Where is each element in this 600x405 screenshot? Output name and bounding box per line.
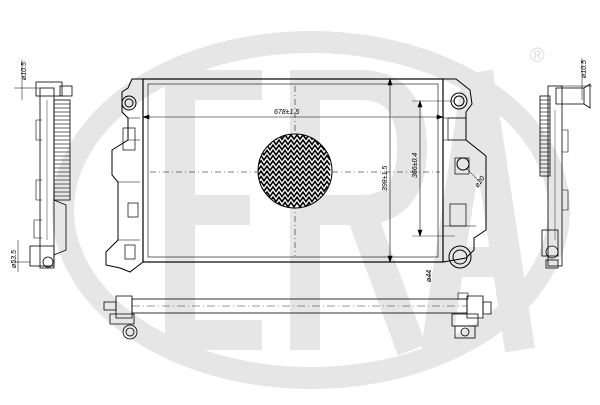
registered-mark: ® [530, 45, 545, 67]
fin-wave [258, 169, 331, 178]
dimension-top-pipe-right-label: ø10.5 [581, 60, 588, 78]
fin-wave [258, 154, 331, 162]
right-side-view [539, 83, 591, 269]
dimension-height-label: 398±1.5 [382, 166, 389, 191]
fin-wave [258, 164, 331, 172]
radiator-front-view [105, 78, 487, 273]
dimension-core-height-label: 366±0.4 [412, 153, 419, 178]
fin-wave [258, 174, 331, 183]
dimension-bottom-outlet-label: ø44 [426, 270, 433, 282]
era-watermark-logo [52, 31, 570, 389]
fin-wave [258, 180, 331, 188]
dimension-bottom-pipe-label: ø53.5 [11, 250, 18, 268]
dimension-lines [142, 78, 481, 280]
left-side-view [29, 81, 73, 269]
fin-pattern-detail [257, 133, 333, 209]
fin-wave [258, 185, 331, 193]
right-pipe-dimension [560, 58, 592, 100]
fin-wave [258, 148, 331, 157]
fin-wave [258, 143, 331, 152]
dimension-top-pipe-left-label: ø10.5 [21, 62, 28, 80]
fin-wave [258, 138, 331, 146]
bottom-top-view [103, 292, 492, 340]
left-pipe-dimension [14, 60, 40, 272]
dimension-width-label: 678±1.5 [274, 109, 299, 116]
fin-wave [258, 190, 331, 198]
fin-wave [258, 159, 331, 167]
